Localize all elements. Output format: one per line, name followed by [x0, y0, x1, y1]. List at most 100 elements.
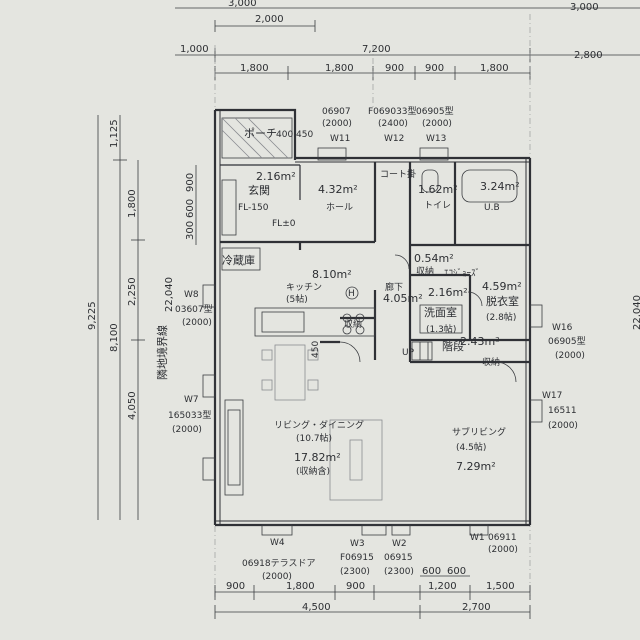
toilet-fixture: [421, 169, 439, 193]
w11-size: (2000): [322, 119, 352, 129]
w7-size: (2000): [172, 425, 202, 435]
dim-bottom-2-b: 2,700: [462, 602, 491, 613]
hall-area: 4.32m²: [318, 183, 358, 196]
toilet-name: トイレ: [424, 201, 451, 211]
w17-type: 16511: [548, 406, 577, 416]
window-w17: [529, 399, 543, 423]
w13-id: W13: [426, 134, 446, 144]
dim-top3-e: 1,800: [480, 63, 509, 74]
w7-id: W7: [184, 395, 199, 405]
w2-size: (2300): [384, 567, 414, 577]
w4-id: W4: [270, 538, 285, 548]
window-w1: [469, 524, 489, 536]
dim-side-total: 22,040: [164, 277, 175, 312]
coat-label: コート掛: [380, 168, 416, 180]
w2-id: W2: [392, 539, 407, 549]
w1-size: (2000): [488, 545, 518, 555]
w17-size: (2000): [548, 421, 578, 431]
dim-top3-c: 900: [385, 63, 404, 74]
dressing-area: 4.59m²: [482, 280, 522, 293]
w16-size: (2000): [555, 351, 585, 361]
bath-name: U.B: [484, 203, 500, 213]
dim-top1: 2,000: [255, 14, 284, 25]
w1-id: W1: [470, 533, 485, 543]
bathtub: [461, 169, 518, 203]
w7-type: 165033型: [168, 410, 211, 421]
dim-bottom-1b-a: 600: [422, 566, 441, 577]
hallway-name: 廊下: [385, 281, 403, 293]
kitchen-name: キッチン: [286, 282, 322, 293]
dim-bottom-1-c: 900: [346, 581, 365, 592]
storage3-label: 収納: [482, 356, 500, 368]
dim-top3-d: 900: [425, 63, 444, 74]
dressing-name: 脱衣室: [486, 294, 519, 308]
bottom-window-labels: W4 06918テラスドア (2000) W3 F06915 (2300) W2…: [242, 533, 518, 582]
boundary-line-label: 隣地境界線: [155, 325, 169, 380]
dressing-tatami: (2.8帖): [486, 311, 516, 323]
window-w2: [391, 524, 411, 536]
fridge-label: 冷蔵庫: [222, 253, 255, 267]
porch-name: ポーチ: [244, 127, 277, 140]
dim-left-inner-b: 8,100: [109, 323, 120, 352]
w13-size: (2000): [422, 119, 452, 129]
kitchen-counter: [254, 307, 376, 337]
top-window-labels: 06907 (2000) W11 F069033型 (2400) W12 069…: [322, 106, 454, 144]
hodo-label: ｴｺｼﾞｮｰｽﾞ: [444, 268, 480, 279]
stairs-up: UP: [402, 348, 415, 358]
living-note: (収納含): [296, 465, 330, 477]
hallway-area: 4.05m²: [383, 292, 423, 305]
stairs-area: 2.43m²: [460, 335, 500, 348]
w17-id: W17: [542, 391, 562, 401]
porch-size: 400.450: [276, 130, 313, 140]
dim-top3-a: 1,800: [240, 63, 269, 74]
w11-type: 06907: [322, 107, 351, 117]
w11-id: W11: [330, 134, 350, 144]
dim-top2-b: 7,200: [362, 44, 391, 55]
sub-living-name: サブリビング: [452, 426, 506, 438]
w4-size: (2000): [262, 572, 292, 582]
dim-bottom-1-e: 1,500: [486, 581, 515, 592]
w13-type: 06905型: [416, 106, 454, 117]
living-name: リビング・ダイニング: [274, 419, 364, 431]
wash-name: 洗面室: [424, 305, 457, 319]
w16-type: 06905型: [548, 336, 586, 347]
interior-walls: [220, 162, 530, 364]
w3-type: F06915: [340, 553, 374, 563]
dim-left-small-b: 600: [185, 199, 196, 218]
hall-name: ホール: [326, 202, 353, 213]
window-w7-a: [202, 374, 216, 398]
dim-left-detail-b: 2,250: [127, 277, 138, 306]
dim-bottom-1-d: 1,200: [428, 581, 457, 592]
toilet-area: 1.62m²: [418, 183, 458, 196]
h-mark: H: [348, 289, 355, 299]
fl150-label: FL-150: [238, 203, 269, 213]
storage1-area: 0.54m²: [414, 252, 454, 265]
dim-bottom-2-a: 4,500: [302, 602, 331, 613]
sub-living-tatami: (4.5帖): [456, 441, 486, 453]
window-w7-b: [202, 457, 216, 481]
w3-size: (2300): [340, 567, 370, 577]
windows: [202, 147, 543, 536]
living-area: 17.82m²: [294, 451, 341, 464]
w2-type: 06915: [384, 553, 413, 563]
dim-bottom-1b-b: 600: [447, 566, 466, 577]
dim-top0-a: 3,000: [228, 0, 257, 9]
dim-top3-b: 1,800: [325, 63, 354, 74]
dim-top0-b: 3,000: [570, 2, 599, 13]
bottom-dimensions: 600 600 900 1,800 900 1,200 1,500 4,500 …: [214, 566, 531, 619]
window-w3: [361, 524, 387, 536]
window-w13: [419, 147, 449, 161]
w12-type: F069033型: [368, 106, 417, 117]
w1-type: 06911: [488, 533, 517, 543]
sub-living-area: 7.29m²: [456, 460, 496, 473]
living-tatami: (10.7帖): [296, 432, 332, 444]
kitchen-area: 8.10m²: [312, 268, 352, 281]
window-w11: [317, 147, 347, 161]
stairs-name: 階段: [442, 339, 464, 353]
w16-id: W16: [552, 323, 573, 333]
room-labels: ポーチ 400.450 2.16m² 玄関 FL-150 FL±0 4.32m²…: [222, 127, 522, 477]
w8-id: W8: [184, 290, 199, 300]
dim-top2-c: 2,800: [574, 50, 603, 61]
genkan-name: 玄関: [248, 183, 270, 197]
